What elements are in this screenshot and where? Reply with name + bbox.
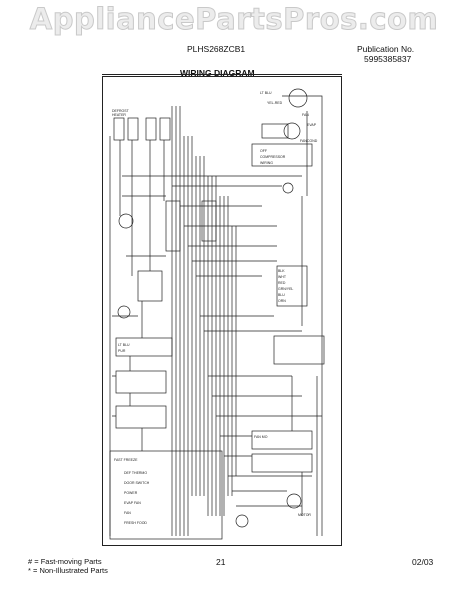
control-board [109, 450, 223, 540]
label-evap-fan: EVAP FAN [124, 501, 141, 505]
legend-fast-moving: # = Fast-moving Parts [28, 557, 102, 566]
connector-block [273, 335, 325, 365]
wiring-diagram: FAN EVAP FAN COND DEFROST HEATER LT BLU … [109, 88, 325, 540]
label-heater: HEATER [112, 113, 126, 117]
label-door-switch: DOOR SWITCH [124, 481, 150, 485]
bottom-motor-symbol [235, 514, 249, 528]
resistor-box [145, 117, 157, 141]
label-fan-2: FAN [300, 139, 307, 143]
label-lt-blu: LT BLU [260, 91, 272, 95]
label-wht: WHT [278, 275, 287, 279]
damper-motor-symbol [286, 493, 302, 509]
label-cond: COND [307, 139, 318, 143]
fan-motor-symbol [118, 213, 134, 229]
title-rule [102, 74, 342, 75]
connector-block [165, 200, 181, 252]
page-number: 21 [216, 557, 226, 567]
wire-left-side [109, 136, 165, 536]
label-defrost: DEFROST [112, 109, 130, 113]
off-compressor-box [251, 143, 313, 167]
label-pur: PUR [118, 349, 126, 353]
compressor-symbol [282, 182, 294, 194]
label-fast-freeze: FAST FREEZE [114, 458, 138, 462]
label-def-thermo: DEF THERMO [124, 471, 147, 475]
section-title: WIRING DIAGRAM [180, 68, 255, 78]
model-number: PLHS268ZCB1 [187, 44, 246, 54]
label-wiring: WIRING [260, 161, 273, 165]
resistor-box [113, 117, 125, 141]
label-lt-blu-2: LT BLU [118, 343, 130, 347]
evap-fan-motor-symbol [288, 88, 308, 108]
watermark: AppliancePartsPros.com [29, 2, 439, 37]
wire-right-side [282, 95, 323, 536]
label-blk: BLK [278, 269, 285, 273]
label-orn: ORN [278, 299, 286, 303]
connector-block [251, 430, 313, 450]
resistor-box [159, 117, 171, 141]
label-motor: MOTOR [298, 513, 311, 517]
label-fan-3: FAN [124, 511, 131, 515]
wire-bundle-horizontal [112, 175, 322, 507]
wire-bundle-vertical [171, 106, 237, 536]
label-fan: FAN [302, 113, 309, 117]
label-red: RED [278, 281, 286, 285]
label-off: OFF [260, 149, 267, 153]
label-power: POWER [124, 491, 138, 495]
connector-block [115, 405, 167, 429]
resistor-box [127, 117, 139, 141]
legend-non-illustrated: * = Non-Illustrated Parts [28, 566, 108, 575]
relay-box [261, 123, 289, 139]
label-evap: EVAP [307, 123, 317, 127]
connector-block [115, 370, 167, 394]
connector-block [251, 453, 313, 473]
label-blu: BLU [278, 293, 285, 297]
publication-label: Publication No. [357, 44, 415, 54]
label-yel-red: YEL-RED [267, 101, 283, 105]
connector-block [115, 337, 173, 357]
footer-date: 02/03 [412, 557, 434, 567]
diagram-frame [102, 76, 342, 546]
label-fan-mo: FAN MO [254, 435, 268, 439]
label-grn-yel: GRN/YEL [278, 287, 293, 291]
label-fresh-food: FRESH FOOD [124, 521, 147, 525]
condenser-fan-motor-symbol [283, 122, 301, 140]
publication-number: 5995385837 [364, 54, 412, 64]
connector-block [276, 265, 308, 307]
label-compressor: COMPRESSOR [260, 155, 286, 159]
switch-symbol [117, 305, 131, 319]
connector-block [137, 270, 163, 302]
